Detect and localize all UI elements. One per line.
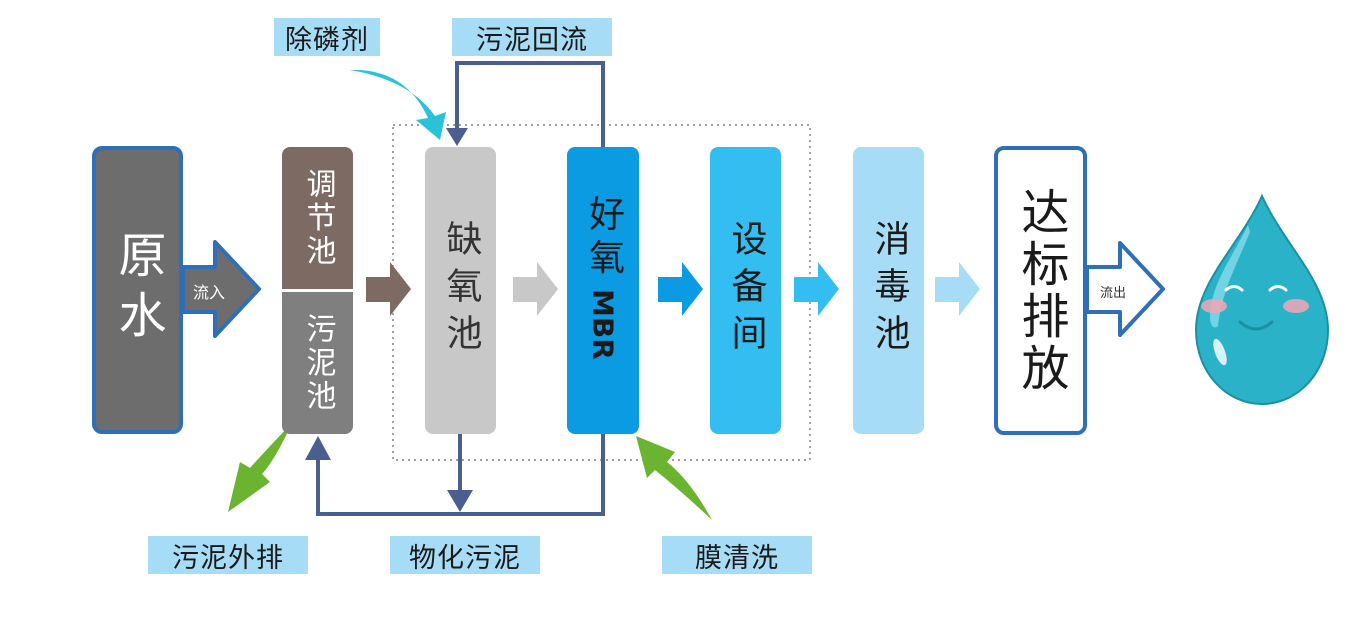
arrow-regulating-to-anoxic [366,262,411,316]
phosphorus-agent-label: 除磷剂 [274,18,380,56]
membrane-cleaning-label: 膜清洗 [662,536,812,574]
disinfection-tank-node: 消毒池 [853,147,924,434]
raw-water-label: 原水 [109,230,166,350]
phosphorus-agent-arrow [350,69,446,140]
sludge-tank-arrowhead [305,436,331,460]
sludge-tank-node: 污泥池 [282,292,353,434]
aerobic-mbr-node: 好氧 MBR [567,147,639,434]
sludge-return-arrowhead [446,128,468,146]
regulating-tank-label: 调节池 [300,167,336,269]
inflow-arrow [181,240,261,338]
discharge-node: 达标排放 [994,146,1087,435]
regulating-tank-node: 调节池 [282,147,353,289]
outflow-label: 流出 [1099,286,1126,301]
sludge-tank-label: 污泥池 [300,312,336,414]
bottom-sludge-line [316,433,605,516]
anoxic-down-arrowhead [447,490,473,512]
membrane-cleaning-arrow [636,436,712,520]
physicochemical-sludge-label: 物化污泥 [390,536,540,574]
arrow-anoxic-to-mbr [513,262,558,316]
equipment-room-label: 设备间 [725,220,767,361]
equipment-room-node: 设备间 [710,147,781,434]
aerobic-label: 好氧 [583,195,624,282]
sludge-discharge-label: 污泥外排 [148,536,308,574]
mbr-label: MBR [586,289,620,361]
outflow-arrow [1085,241,1165,337]
anoxic-tank-node: 缺氧池 [425,147,496,434]
arrow-mbr-to-equipment [658,262,703,316]
raw-water-node: 原水 [92,146,183,434]
inflow-label: 流入 [192,283,225,302]
sludge-return-label: 污泥回流 [452,18,612,56]
water-drop-icon [1194,193,1330,406]
arrow-equipment-to-disinfection [794,262,839,316]
anoxic-tank-label: 缺氧池 [440,220,482,361]
arrow-disinfection-to-discharge [935,262,980,316]
sludge-discharge-arrow [228,423,292,512]
discharge-label: 达标排放 [1012,186,1069,395]
disinfection-tank-label: 消毒池 [868,220,910,361]
sludge-return-line [455,61,605,148]
